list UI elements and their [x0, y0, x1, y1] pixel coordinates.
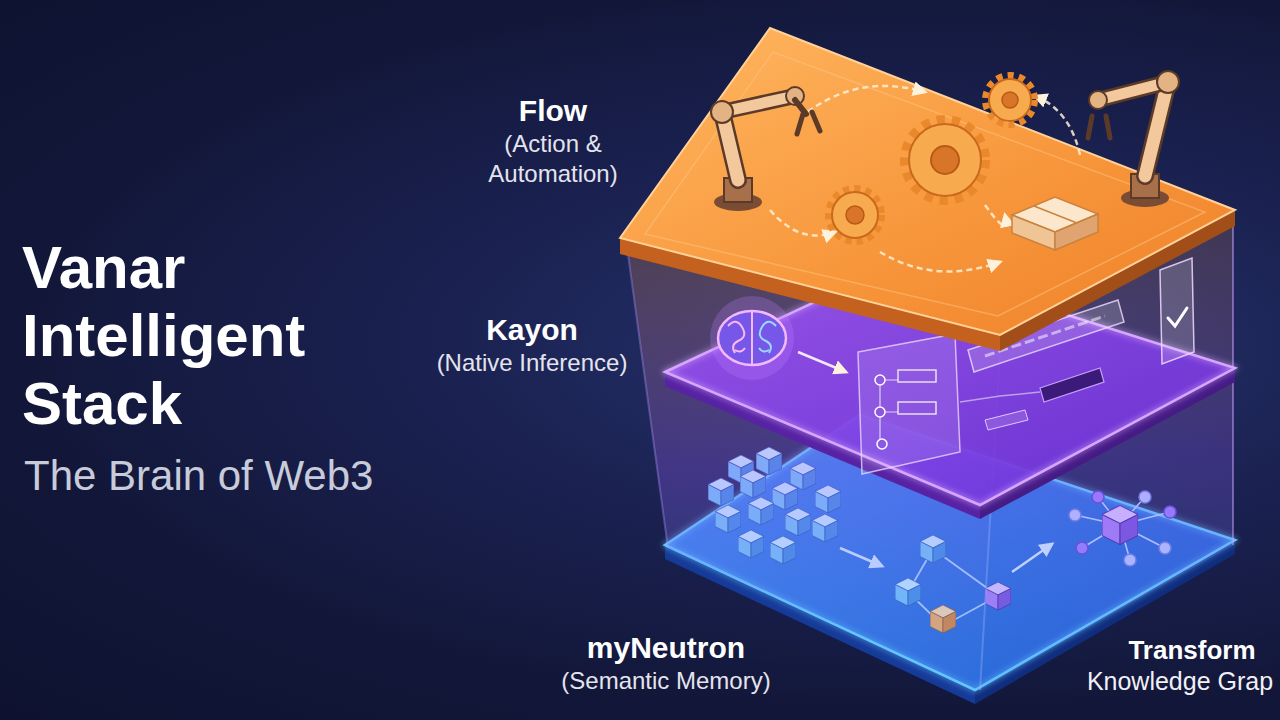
- layer-role: (Native Inference): [402, 348, 662, 378]
- layer-name: Kayon: [392, 312, 672, 348]
- layer-node: Kayon(Native Inference): [665, 262, 1235, 519]
- inference-layer-plate: [665, 262, 1235, 519]
- layer-caption: Kayon(Native Inference): [392, 312, 672, 378]
- brain-icon: [710, 296, 794, 380]
- layer-name: Flow: [413, 93, 693, 129]
- automation-layer-plate: [620, 28, 1235, 351]
- stack-title: Vanar Intelligent Stack: [22, 234, 382, 438]
- robot-arm-right: [1088, 71, 1179, 207]
- knowledge-graph: [1069, 491, 1176, 566]
- linked-cubes: [895, 535, 1011, 633]
- graph-label: Transform: [1128, 634, 1255, 666]
- flowchart-panel: [858, 334, 960, 474]
- parcel-box: [1012, 197, 1098, 250]
- check-card: [1160, 258, 1194, 364]
- layer-caption: myNeutron(Semantic Memory): [526, 630, 806, 696]
- memory-cubes: [708, 447, 841, 564]
- inference-strip: [960, 300, 1124, 430]
- layer-role: (Semantic Memory): [536, 666, 796, 696]
- flow-arrows: [770, 86, 1080, 272]
- layer-caption: Flow(Action & Automation): [413, 93, 693, 189]
- layer-name: myNeutron: [526, 630, 806, 666]
- robot-arm-left: [711, 87, 820, 211]
- layer-node: Flow(Action & Automation): [620, 28, 1235, 351]
- gears: [829, 76, 1034, 241]
- graph-label: Knowledge Grap: [1087, 666, 1273, 696]
- layer-role: (Action & Automation): [473, 129, 633, 189]
- stack-subtitle: The Brain of Web3: [24, 451, 373, 501]
